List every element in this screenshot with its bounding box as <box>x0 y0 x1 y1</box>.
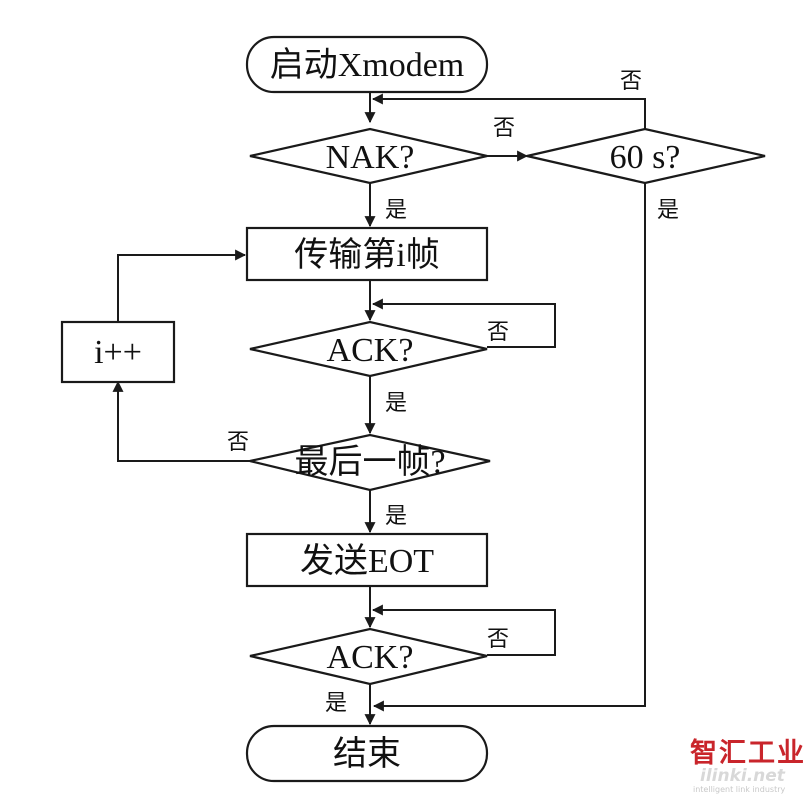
ack1-decision <box>249 320 488 378</box>
timeout-label: 60 s? <box>610 139 681 176</box>
send-eot-process <box>245 532 489 588</box>
label-ack1-no: 否 <box>487 320 509 345</box>
increment-label: i++ <box>94 334 142 371</box>
watermark-brand: 智汇工业 <box>690 738 804 769</box>
start-label: 启动Xmodem <box>270 46 465 84</box>
label-ack2-yes: 是 <box>325 691 347 716</box>
edge-ack1-no <box>371 298 556 348</box>
send-eot-label: 发送EOT <box>300 542 434 580</box>
ack2-decision <box>249 627 488 686</box>
label-ack2-no: 否 <box>487 627 509 652</box>
label-timeout-yes: 是 <box>657 198 679 223</box>
edge-timeout-yes <box>372 183 646 712</box>
end-terminator <box>245 724 489 783</box>
start-terminator <box>245 35 489 94</box>
label-nak-no: 否 <box>493 116 515 141</box>
watermark-url: ilinki.net <box>700 766 786 786</box>
last-frame-decision <box>249 433 491 492</box>
label-last-no: 否 <box>227 430 249 455</box>
ack2-label: ACK? <box>327 639 414 676</box>
edge-ack2-no <box>371 604 556 656</box>
nak-label: NAK? <box>326 139 415 176</box>
end-label: 结束 <box>333 735 401 773</box>
transmit-label: 传输第i帧 <box>294 236 439 274</box>
label-timeout-no: 否 <box>620 69 642 94</box>
nak-decision <box>249 127 488 185</box>
edge-increment-to-transmit <box>117 249 247 322</box>
increment-process <box>60 320 176 384</box>
edge-timeout-no <box>371 93 646 129</box>
label-ack1-yes: 是 <box>385 391 407 416</box>
label-last-yes: 是 <box>385 504 407 529</box>
timeout-decision <box>526 127 766 185</box>
last-frame-label: 最后一帧? <box>294 443 445 481</box>
watermark-tagline: intelligent link industry <box>693 785 785 794</box>
transmit-process <box>245 226 489 282</box>
ack1-label: ACK? <box>327 332 414 369</box>
label-nak-yes: 是 <box>385 198 407 223</box>
edge-last-no <box>112 380 250 462</box>
